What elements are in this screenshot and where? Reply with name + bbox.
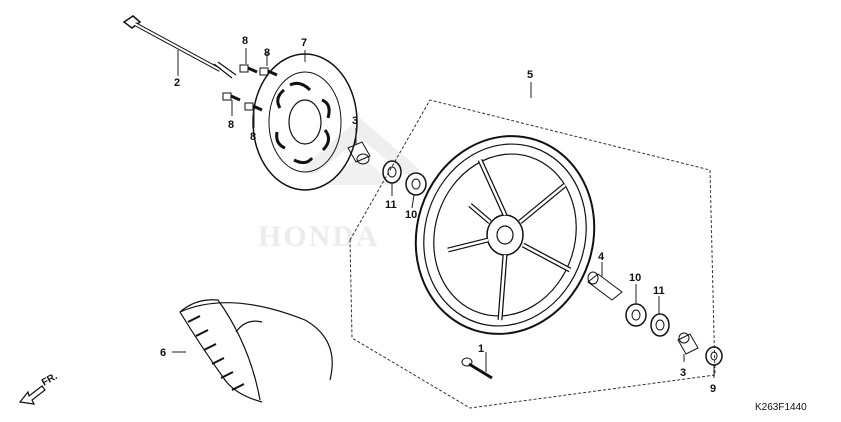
callout-3-right: 3 bbox=[680, 367, 686, 379]
distance-collar-left-part bbox=[347, 141, 371, 165]
callout-11-right: 11 bbox=[653, 285, 665, 297]
callout-10-right: 10 bbox=[629, 272, 641, 284]
callout-8-bottom-right: 8 bbox=[250, 131, 256, 143]
bearing-left-part bbox=[405, 172, 427, 196]
bearing-right-part bbox=[625, 303, 647, 327]
front-direction-arrow-icon bbox=[18, 385, 46, 405]
callout-3-left: 3 bbox=[352, 115, 358, 127]
watermark-text: HONDA bbox=[258, 220, 380, 253]
callout-labels: 1 2 3 3 4 5 6 7 8 8 8 8 9 10 10 11 11 bbox=[160, 35, 716, 395]
axle-nut-part bbox=[705, 346, 723, 366]
callout-10-left: 10 bbox=[405, 209, 417, 221]
distance-tube-part bbox=[587, 271, 623, 301]
callout-4: 4 bbox=[598, 251, 605, 263]
callout-7: 7 bbox=[301, 37, 307, 49]
front-direction-label: FR. bbox=[40, 371, 60, 389]
distance-collar-right-part bbox=[677, 332, 699, 355]
disc-bolt-parts bbox=[222, 64, 278, 112]
air-valve-part bbox=[461, 357, 493, 380]
leader-lines bbox=[172, 48, 715, 378]
oil-seal-right-part bbox=[650, 313, 670, 337]
callout-1: 1 bbox=[478, 343, 484, 355]
front-direction-indicator: FR. bbox=[18, 371, 60, 405]
callout-5: 5 bbox=[527, 69, 533, 81]
drawing-code: K263F1440 bbox=[755, 402, 807, 413]
callout-8-top-right: 8 bbox=[264, 47, 270, 59]
tire-part bbox=[179, 299, 333, 403]
front-wheel-part bbox=[414, 135, 596, 335]
axle-part bbox=[122, 15, 237, 79]
callout-6: 6 bbox=[160, 347, 166, 359]
callout-8-top-left: 8 bbox=[242, 35, 248, 47]
wheel-assembly-boundary bbox=[349, 99, 716, 409]
callout-11-left: 11 bbox=[385, 199, 397, 211]
callout-2: 2 bbox=[174, 77, 180, 89]
callout-8-bottom-left: 8 bbox=[228, 119, 234, 131]
callout-9: 9 bbox=[710, 383, 716, 395]
